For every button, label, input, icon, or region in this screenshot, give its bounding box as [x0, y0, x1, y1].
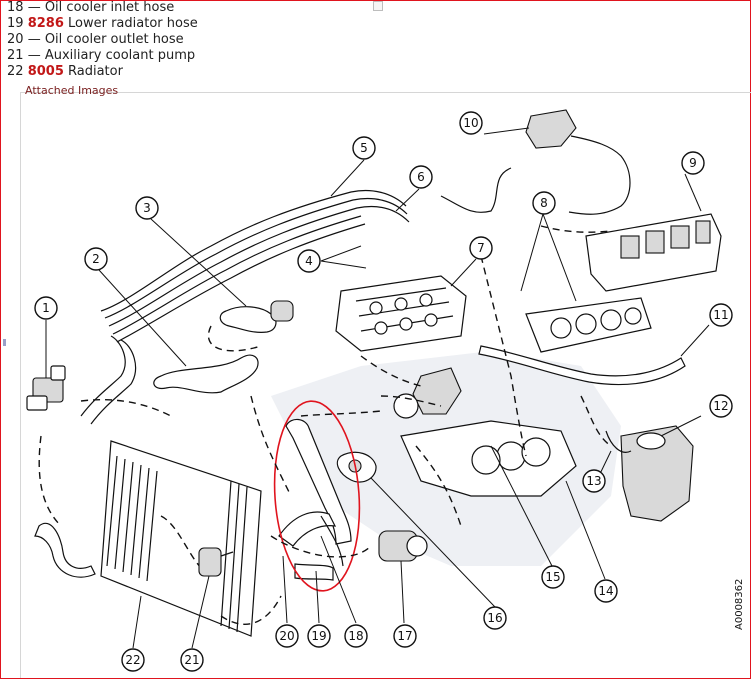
upper-radiator-hose: [153, 354, 259, 394]
callout-label: 18: [348, 629, 363, 643]
engine-block-front: [393, 367, 577, 497]
callout-label: 11: [713, 308, 728, 322]
callout-2[interactable]: 2: [84, 247, 108, 271]
legend-row-22: 22 8005 Radiator: [7, 64, 198, 80]
head-gasket: [525, 297, 652, 353]
callout-label: 8: [540, 196, 548, 210]
callout-label: 15: [545, 570, 560, 584]
legend-text: Auxiliary coolant pump: [44, 48, 196, 63]
callout-14[interactable]: 14: [594, 579, 618, 603]
legend-row-19: 19 8286 Lower radiator hose: [7, 16, 198, 32]
heater-hose-left-2: [90, 339, 136, 425]
leader-lines: [45, 127, 710, 649]
callout-label: 9: [689, 156, 697, 170]
hose-assembly: [207, 300, 294, 352]
legend-num: 19: [7, 16, 24, 31]
heater-hose-left: [80, 335, 126, 417]
callout-label: 16: [487, 611, 502, 625]
callout-label: 4: [305, 254, 313, 268]
callout-22[interactable]: 22: [121, 648, 145, 672]
callout-label: 1: [42, 301, 50, 315]
legend-num: 22: [7, 64, 24, 79]
legend-num: 21: [7, 48, 24, 63]
callout-label: 7: [477, 241, 485, 255]
callout-21[interactable]: 21: [180, 648, 204, 672]
callout-7[interactable]: 7: [469, 236, 493, 260]
legend-num: 18: [7, 0, 24, 15]
callout-10[interactable]: 10: [459, 111, 483, 135]
coolant-reservoir: [605, 425, 694, 522]
legend-row-21: 21 — Auxiliary coolant pump: [7, 48, 198, 64]
legend-row-18: 18 — Oil cooler inlet hose: [7, 0, 198, 16]
legend-part-code: 8005: [27, 64, 64, 79]
callout-15[interactable]: 15: [541, 565, 565, 589]
radiator: [100, 440, 262, 637]
callout-5[interactable]: 5: [352, 136, 376, 160]
callout-label: 20: [279, 629, 294, 643]
legend-part-code: 8286: [27, 16, 64, 31]
callout-20[interactable]: 20: [275, 624, 299, 648]
highlight-ellipse: [273, 400, 361, 592]
callout-label: 19: [311, 629, 326, 643]
legend-row-20: 20 — Oil cooler outlet hose: [7, 32, 198, 48]
attached-images-title: Attached Images: [25, 84, 119, 97]
attachments-divider: [20, 92, 751, 93]
callout-4[interactable]: 4: [297, 249, 321, 273]
coolant-valve: [26, 365, 66, 411]
callout-label: 14: [598, 584, 613, 598]
flow-lines: [38, 225, 612, 625]
callout-8[interactable]: 8: [532, 191, 556, 215]
callout-11[interactable]: 11: [709, 303, 733, 327]
parts-legend: 18 — Oil cooler inlet hose 19 8286 Lower…: [7, 0, 198, 80]
attachments-border: [20, 92, 21, 678]
callout-label: 2: [92, 252, 100, 266]
cooling-system-diagram[interactable]: 1 2 3 4 5 6 7 8 9 10 11 12 13 14 15 16 1…: [21, 96, 749, 676]
legend-text: Oil cooler inlet hose: [44, 0, 175, 15]
oil-cooler-hoses: [278, 418, 352, 581]
side-tick-mark: [3, 339, 6, 346]
callout-label: 3: [143, 201, 151, 215]
right-cylinder-head: [585, 213, 722, 292]
legend-sep: —: [27, 48, 41, 63]
callout-18[interactable]: 18: [344, 624, 368, 648]
callout-label: 5: [360, 141, 368, 155]
callout-16[interactable]: 16: [483, 606, 507, 630]
legend-sep: —: [27, 0, 41, 15]
callout-label: 17: [397, 629, 412, 643]
callout-13[interactable]: 13: [582, 469, 606, 493]
callouts: 1 2 3 4 5 6 7 8 9 10 11 12 13 14 15 16 1…: [34, 111, 733, 672]
bypass-hose: [478, 345, 686, 386]
callout-label: 12: [713, 399, 728, 413]
scroll-marker[interactable]: [373, 1, 383, 11]
callout-1[interactable]: 1: [34, 296, 58, 320]
callout-6[interactable]: 6: [409, 165, 433, 189]
callout-label: 13: [586, 474, 601, 488]
callout-label: 22: [125, 653, 140, 667]
callout-label: 21: [184, 653, 199, 667]
legend-text: Oil cooler outlet hose: [44, 32, 184, 47]
document-number: A0008362: [734, 578, 745, 630]
callout-label: 6: [417, 170, 425, 184]
left-cylinder-head: [335, 275, 467, 352]
legend-text: Lower radiator hose: [68, 16, 198, 31]
thermostat-housing: [440, 109, 631, 215]
tube-bundle: [100, 189, 410, 343]
legend-text: Radiator: [68, 64, 123, 79]
callout-12[interactable]: 12: [709, 394, 733, 418]
callout-19[interactable]: 19: [307, 624, 331, 648]
legend-num: 20: [7, 32, 24, 47]
callout-label: 10: [463, 116, 478, 130]
callout-17[interactable]: 17: [393, 624, 417, 648]
callout-3[interactable]: 3: [135, 196, 159, 220]
pump-assembly: [378, 530, 428, 562]
legend-sep: —: [27, 32, 41, 47]
callout-9[interactable]: 9: [681, 151, 705, 175]
lower-left-hose: [34, 522, 96, 578]
aux-coolant-pump-shape: [198, 547, 234, 577]
